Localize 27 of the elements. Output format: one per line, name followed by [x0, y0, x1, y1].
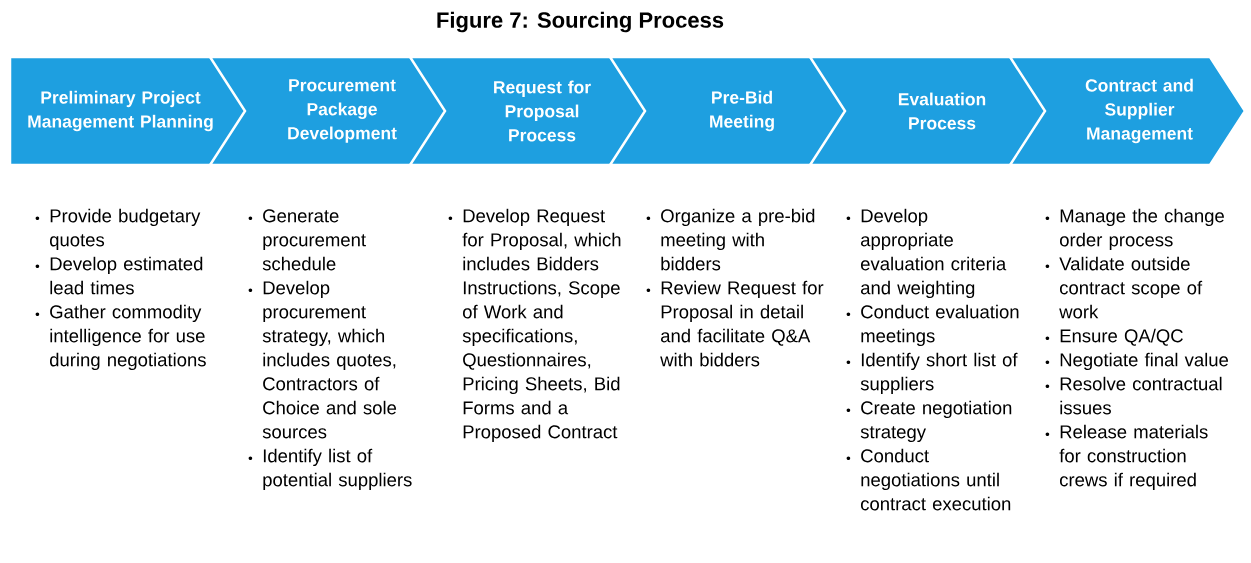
bullet-text: Create negotiation strategy — [846, 400, 1012, 443]
bullet-text: Generate procurement schedule — [248, 209, 366, 271]
bullet-text: Resolve contractual issues — [1045, 376, 1222, 415]
step-banner: Evaluation Process — [807, 55, 1052, 167]
bullet-text: Review Request for Proposal in detail and facilitate Q&A with bidders — [646, 280, 824, 367]
bullet-text: Release materials for construction crews if required — [1045, 424, 1208, 491]
bullet-text: Conduct negotiations until contract execution — [846, 448, 1011, 511]
bullet-text: Manage the change order process — [1045, 208, 1224, 251]
node-label: Contract and Supplier Management — [1085, 78, 1193, 144]
title: Figure 7: Sourcing Process — [437, 11, 724, 33]
step-banner: Pre-Bid Meeting — [607, 55, 852, 167]
bullet-text: Identify list of potential suppliers — [248, 448, 412, 491]
step-banner: Request for Proposal Process — [407, 55, 652, 167]
bullet-text: Gather commodity intelligence for use during negotiations — [35, 304, 206, 371]
bullet-text: Develop procurement strategy, which includes quotes, Contractors of Choice and sole sources — [248, 280, 397, 439]
step-banner: Preliminary Project Management Planning — [8, 55, 252, 167]
bullet-text: Develop estimated lead times — [35, 256, 203, 295]
bullet-text: Conduct evaluation meetings — [846, 304, 1019, 347]
bullet-text: Provide budgetary quotes — [35, 208, 201, 251]
bullet-text: Identify short list of suppliers — [846, 352, 1018, 395]
bullet-text: Negotiate final value — [1045, 352, 1229, 371]
bullet-text: Develop appropriate evaluation criteria and weighting — [846, 208, 1007, 299]
bullet-text: Organize a pre-bid meeting with bidders — [646, 208, 815, 271]
step-banner: Contract and Supplier Management — [1007, 55, 1247, 167]
bullet-text: Develop Request for Proposal, which includes Bidders Instructions, Scope of Work and specifications, Questionnaires, Pricing Sheets, Bid Forms and a Proposed Contract — [448, 208, 621, 443]
bullet-text: Ensure QA/QC — [1045, 328, 1183, 346]
bullet-text: Validate outside contract scope of work — [1045, 256, 1203, 319]
